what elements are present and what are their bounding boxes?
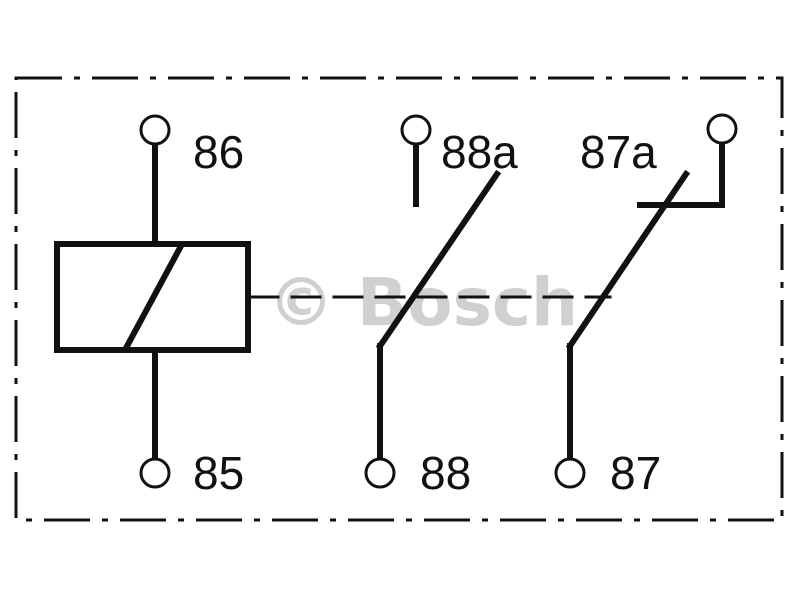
terminal-87-label: 87	[610, 447, 661, 499]
coil-slash	[121, 241, 186, 353]
terminal-86-connector	[139, 114, 171, 146]
contact-87-blade	[565, 169, 691, 351]
terminal-86-label: 86	[193, 126, 244, 178]
coil-box	[54, 241, 251, 353]
relay-coil	[54, 142, 251, 461]
watermark: © Bosch	[268, 264, 578, 341]
terminal-85-label: 85	[193, 447, 244, 499]
terminal-88-label: 88	[420, 447, 471, 499]
contact-88-blade	[375, 169, 502, 351]
terminal-87-connector	[554, 457, 586, 489]
terminal-87a-label: 87a	[580, 126, 657, 178]
housing-boundary	[14, 76, 784, 522]
terminal-85-connector	[139, 457, 171, 489]
contact-set-88	[375, 140, 502, 461]
terminal-87a-connector	[706, 113, 738, 145]
terminal-88a-label: 88a	[441, 126, 518, 178]
terminal-88-connector	[364, 457, 396, 489]
contact-set-87	[565, 140, 725, 461]
terminal-88a-connector	[400, 114, 432, 146]
